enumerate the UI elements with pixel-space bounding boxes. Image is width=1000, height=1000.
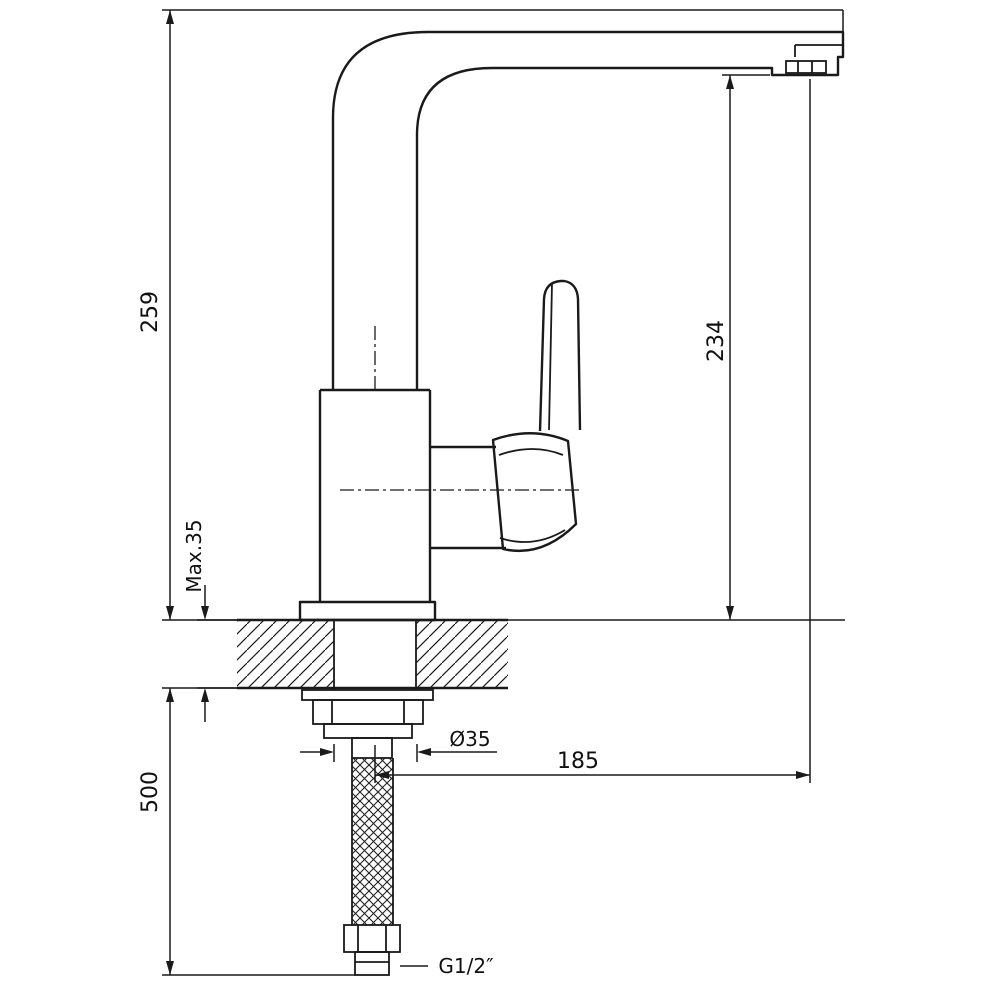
dim-shank-diameter: Ø35 [300, 727, 497, 762]
washer [301, 689, 434, 701]
centerlines [340, 326, 580, 491]
dim-label-outlet-height: 234 [704, 320, 729, 362]
dim-connection-thread: G1/2″ [400, 954, 494, 978]
countertop-section [237, 618, 508, 690]
mounting-shank [333, 620, 417, 690]
mounting-nut [312, 699, 424, 725]
spout-tip-step [794, 44, 843, 57]
spout-and-riser-outline [331, 30, 845, 390]
handle-cap [491, 432, 578, 553]
aerator-icon [785, 60, 827, 74]
dim-lower-length: 500 [138, 687, 355, 976]
dim-label-total-height: 259 [138, 291, 163, 333]
hose-end-cylinder [354, 951, 390, 976]
hose-end-nut [343, 924, 401, 953]
dim-outlet-height: 234 [508, 74, 845, 621]
dim-label-lower-length: 500 [138, 771, 163, 813]
dim-label-shank-diameter: Ø35 [449, 727, 490, 751]
mounting-hardware [301, 689, 434, 759]
dim-label-connection-thread: G1/2″ [438, 954, 493, 978]
base-flange [298, 600, 437, 622]
flexible-hose [343, 758, 401, 976]
dim-label-deck-thickness: Max.35 [182, 519, 206, 592]
hose-fitting-top [351, 737, 393, 759]
handle-mount [430, 445, 506, 550]
dim-total-height: 259 [138, 9, 844, 621]
handle-assembly [430, 279, 582, 553]
dim-spout-reach: 185 [374, 79, 811, 783]
handle-lever [538, 279, 582, 432]
mixer-body-outline [298, 388, 437, 622]
dim-label-spout-reach: 185 [557, 749, 599, 774]
